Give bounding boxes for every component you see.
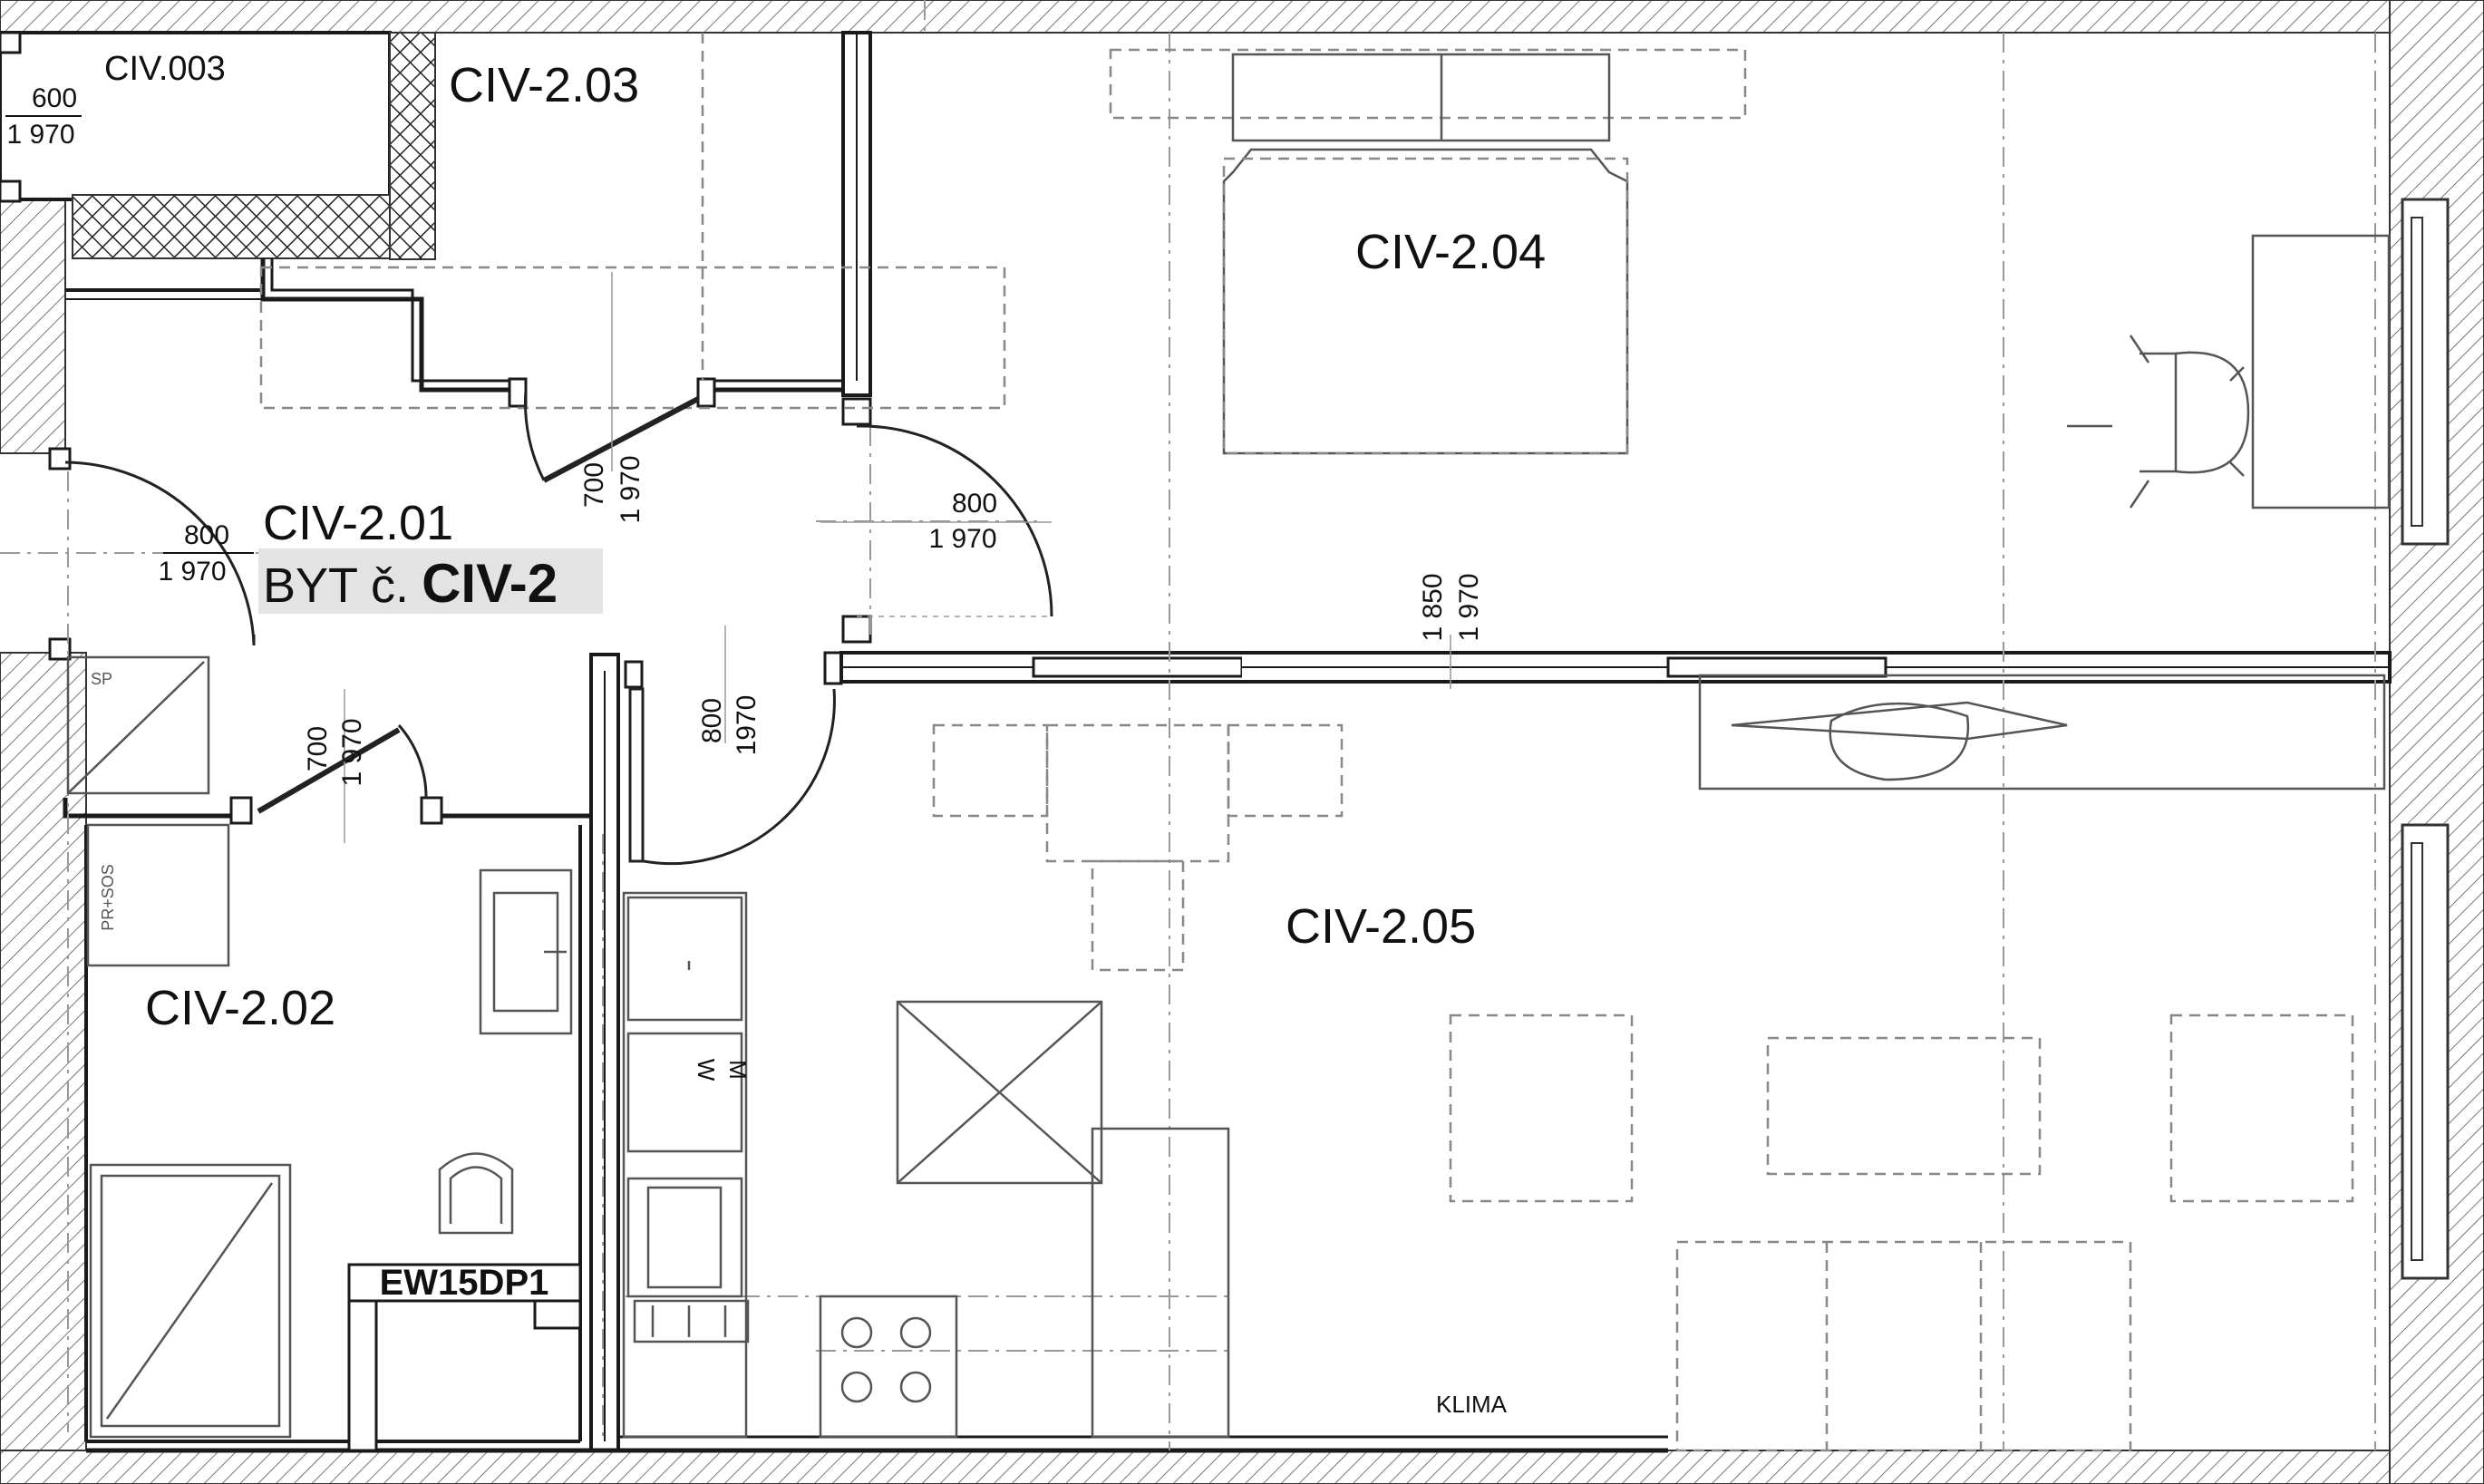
door-entry-height: 1 970 <box>158 557 226 587</box>
guide-lines <box>0 0 2376 1450</box>
hall-closet <box>66 655 210 795</box>
door-sliding-width: 1 850 <box>1418 573 1448 641</box>
apartment-prefix: BYT č. <box>263 558 409 613</box>
crosshatch-wall-horizontal <box>72 194 436 259</box>
tv-stand <box>1698 674 2386 790</box>
armchair-right <box>2169 1014 2354 1203</box>
door-civ203-height: 1 970 <box>616 455 645 523</box>
bed-frame <box>1222 148 1629 455</box>
room-label-civ201: CIV-2.01 <box>263 496 453 550</box>
dining-table <box>1045 723 1230 863</box>
door-entry-swing <box>64 461 256 645</box>
armchair-left <box>1449 1014 1634 1203</box>
door-bath-swing <box>397 724 428 799</box>
ew-tag: EW15DP1 <box>380 1263 549 1303</box>
fridge <box>626 896 743 1022</box>
door-dimensions: 800 1 970 700 1 970 800 1 970 800 1970 1… <box>158 455 1484 786</box>
klima-label: KLIMA <box>1436 1391 1508 1418</box>
door-civ003-height: 1 970 <box>6 120 74 150</box>
room-labels: CIV-2.03 CIV-2.04 CIV-2.01 CIV-2.05 CIV-… <box>145 58 1546 1035</box>
room-label-civ202: CIV-2.02 <box>145 981 335 1035</box>
window-bedroom <box>2401 198 2450 546</box>
hall-items: SP <box>66 655 210 795</box>
door-civ205-width: 800 <box>697 698 727 743</box>
sink-cabinet <box>626 1177 743 1298</box>
door-civ205-swing <box>643 688 836 866</box>
apartment-code: CIV-2 <box>422 553 558 614</box>
room-label-civ204: CIV-2.04 <box>1355 225 1546 279</box>
dishwasher <box>626 1032 743 1153</box>
pr-sos-label: PR+SOS <box>99 864 117 931</box>
wardrobe-outline <box>1109 48 1747 120</box>
left-wall-upper <box>0 199 66 454</box>
door-civ003-width: 600 <box>32 83 77 113</box>
toilet <box>438 1152 514 1235</box>
washing-machine-area <box>86 823 230 967</box>
kitchen-island <box>896 1000 1103 1185</box>
window-living <box>2401 823 2450 1280</box>
bottom-wall <box>0 1450 2484 1484</box>
bedroom-furniture <box>1109 48 2391 509</box>
door-civ203-width: 700 <box>579 462 609 508</box>
doors <box>64 272 1451 866</box>
desk <box>2251 234 2391 509</box>
apartment-label: BYT č.CIV-2 <box>263 553 558 614</box>
kitchen-counter-end <box>1091 1127 1230 1439</box>
coffee-table <box>1766 1036 2042 1176</box>
crosshatch-wall-vertical <box>389 32 436 260</box>
kitchen-counter <box>622 891 748 1439</box>
kitchen-unit: W M <box>622 891 958 1439</box>
door-bath-height: 1 970 <box>337 718 367 786</box>
room-label-civ205: CIV-2.05 <box>1286 899 1476 954</box>
storage-civ003: 600 1 970 CIV.003 <box>0 31 436 300</box>
washbasin <box>479 868 573 1035</box>
door-civ204-swing <box>856 424 1053 617</box>
microwave-label: M <box>724 1060 752 1080</box>
door-bath-width: 700 <box>303 726 333 771</box>
bed-pillows <box>1231 53 1611 142</box>
shower-tray <box>89 1163 292 1439</box>
door-sliding-height: 1 970 <box>1454 573 1484 641</box>
left-wall-lower <box>0 652 87 1451</box>
door-civ204-width: 800 <box>952 489 997 519</box>
room-label-civ203: CIV-2.03 <box>449 58 639 112</box>
room-label-civ003: CIV.003 <box>104 50 226 88</box>
sp-label: SP <box>91 670 112 688</box>
door-civ203-swing <box>523 389 546 481</box>
living-furniture <box>896 674 2386 1452</box>
cooktop <box>819 1295 958 1439</box>
door-entry-width: 800 <box>184 520 229 550</box>
door-civ205-height: 1970 <box>732 695 762 756</box>
top-wall <box>0 0 2484 34</box>
door-civ204-height: 1 970 <box>928 524 996 554</box>
bathroom-fixtures: PR+SOS EW15DP1 <box>86 823 582 1439</box>
apartment-label-bg <box>258 548 603 614</box>
interior-walls <box>48 31 2392 1453</box>
washer-label: W <box>693 1059 720 1081</box>
sofa <box>1675 1240 2132 1452</box>
office-chair-icon <box>2067 335 2250 509</box>
